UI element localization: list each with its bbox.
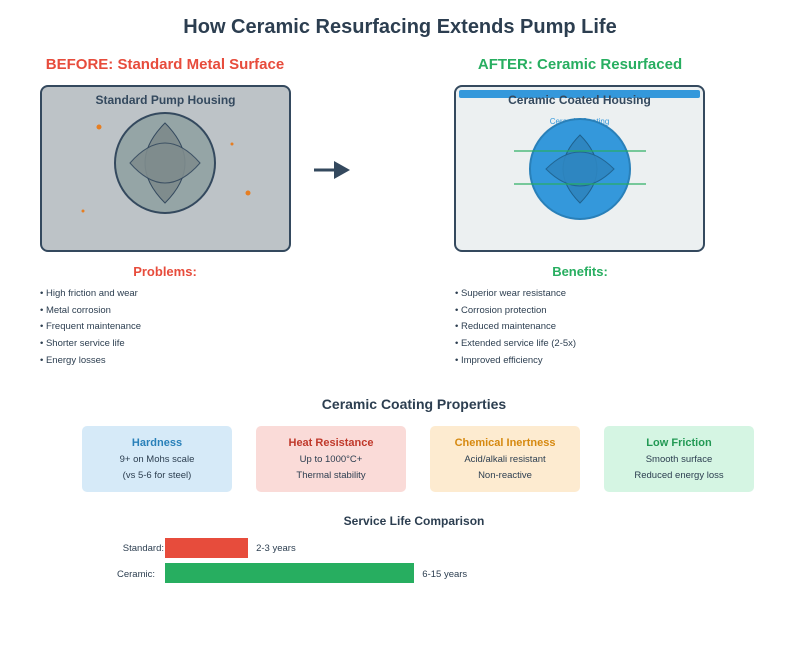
property-card-low-friction: Low Friction Smooth surface Reduced ener… (604, 426, 754, 492)
bar-standard (165, 538, 249, 558)
rust-spot (96, 124, 102, 130)
property-card-hardness: Hardness 9+ on Mohs scale (vs 5-6 for st… (82, 426, 232, 492)
standard-housing-panel: Standard Pump Housing (40, 85, 291, 252)
after-heading: AFTER: Ceramic Resurfaced (477, 56, 683, 73)
bar-label-standard: Standard: (122, 543, 164, 554)
property-name: Low Friction (646, 437, 712, 449)
property-card-chemical-inertness: Chemical Inertness Acid/alkali resistant… (430, 426, 580, 492)
arrow-right-icon (314, 161, 350, 179)
ceramic-coating-bar (459, 90, 700, 98)
list-item: Improved efficiency (455, 353, 576, 370)
property-detail: Smooth surface (645, 454, 713, 465)
rust-spot (81, 209, 85, 213)
bar-label-ceramic: Ceramic: (116, 569, 155, 580)
property-card-heat-resistance: Heat Resistance Up to 1000°C+ Thermal st… (256, 426, 406, 492)
list-item: Superior wear resistance (455, 286, 576, 303)
list-item: Corrosion protection (455, 303, 576, 320)
properties-heading: Ceramic Coating Properties (321, 396, 507, 412)
standard-pump-illustration (81, 112, 251, 214)
list-item: Shorter service life (40, 336, 141, 353)
property-name: Hardness (131, 437, 183, 449)
benefits-list: Superior wear resistance Corrosion prote… (455, 286, 576, 369)
list-item: Extended service life (2-5x) (455, 336, 576, 353)
property-detail: (vs 5-6 for steel) (122, 470, 192, 481)
list-item: Reduced maintenance (455, 319, 576, 336)
property-detail: Thermal stability (296, 470, 366, 481)
standard-housing-label: Standard Pump Housing (95, 93, 236, 107)
ceramic-housing-panel: Ceramic Coated Housing Ceramic Coating (454, 85, 705, 252)
problems-heading: Problems: (133, 264, 197, 279)
page-title: How Ceramic Resurfacing Extends Pump Lif… (183, 16, 617, 38)
property-name: Heat Resistance (288, 437, 374, 449)
list-item: Frequent maintenance (40, 319, 141, 336)
ceramic-housing-label: Ceramic Coated Housing (508, 93, 651, 107)
property-detail: Non-reactive (478, 470, 532, 481)
property-detail: Up to 1000°C+ (299, 454, 363, 465)
bar-value-ceramic: 6-15 years (422, 569, 468, 580)
list-item: Metal corrosion (40, 303, 141, 320)
ceramic-pump-illustration (514, 118, 646, 220)
impeller-shape (129, 142, 201, 184)
benefits-heading: Benefits: (552, 264, 608, 279)
property-name: Chemical Inertness (454, 437, 556, 449)
bar-value-standard: 2-3 years (256, 543, 296, 554)
property-detail: 9+ on Mohs scale (119, 454, 195, 465)
property-detail: Acid/alkali resistant (464, 454, 546, 465)
list-item: High friction and wear (40, 286, 141, 303)
rust-spot (245, 190, 251, 196)
rust-spot (230, 142, 234, 146)
before-heading: BEFORE: Standard Metal Surface (45, 56, 285, 73)
list-item: Energy losses (40, 353, 141, 370)
property-detail: Reduced energy loss (634, 470, 724, 481)
bar-ceramic (165, 563, 415, 583)
service-life-heading: Service Life Comparison (343, 514, 485, 528)
problems-list: High friction and wear Metal corrosion F… (40, 286, 141, 369)
